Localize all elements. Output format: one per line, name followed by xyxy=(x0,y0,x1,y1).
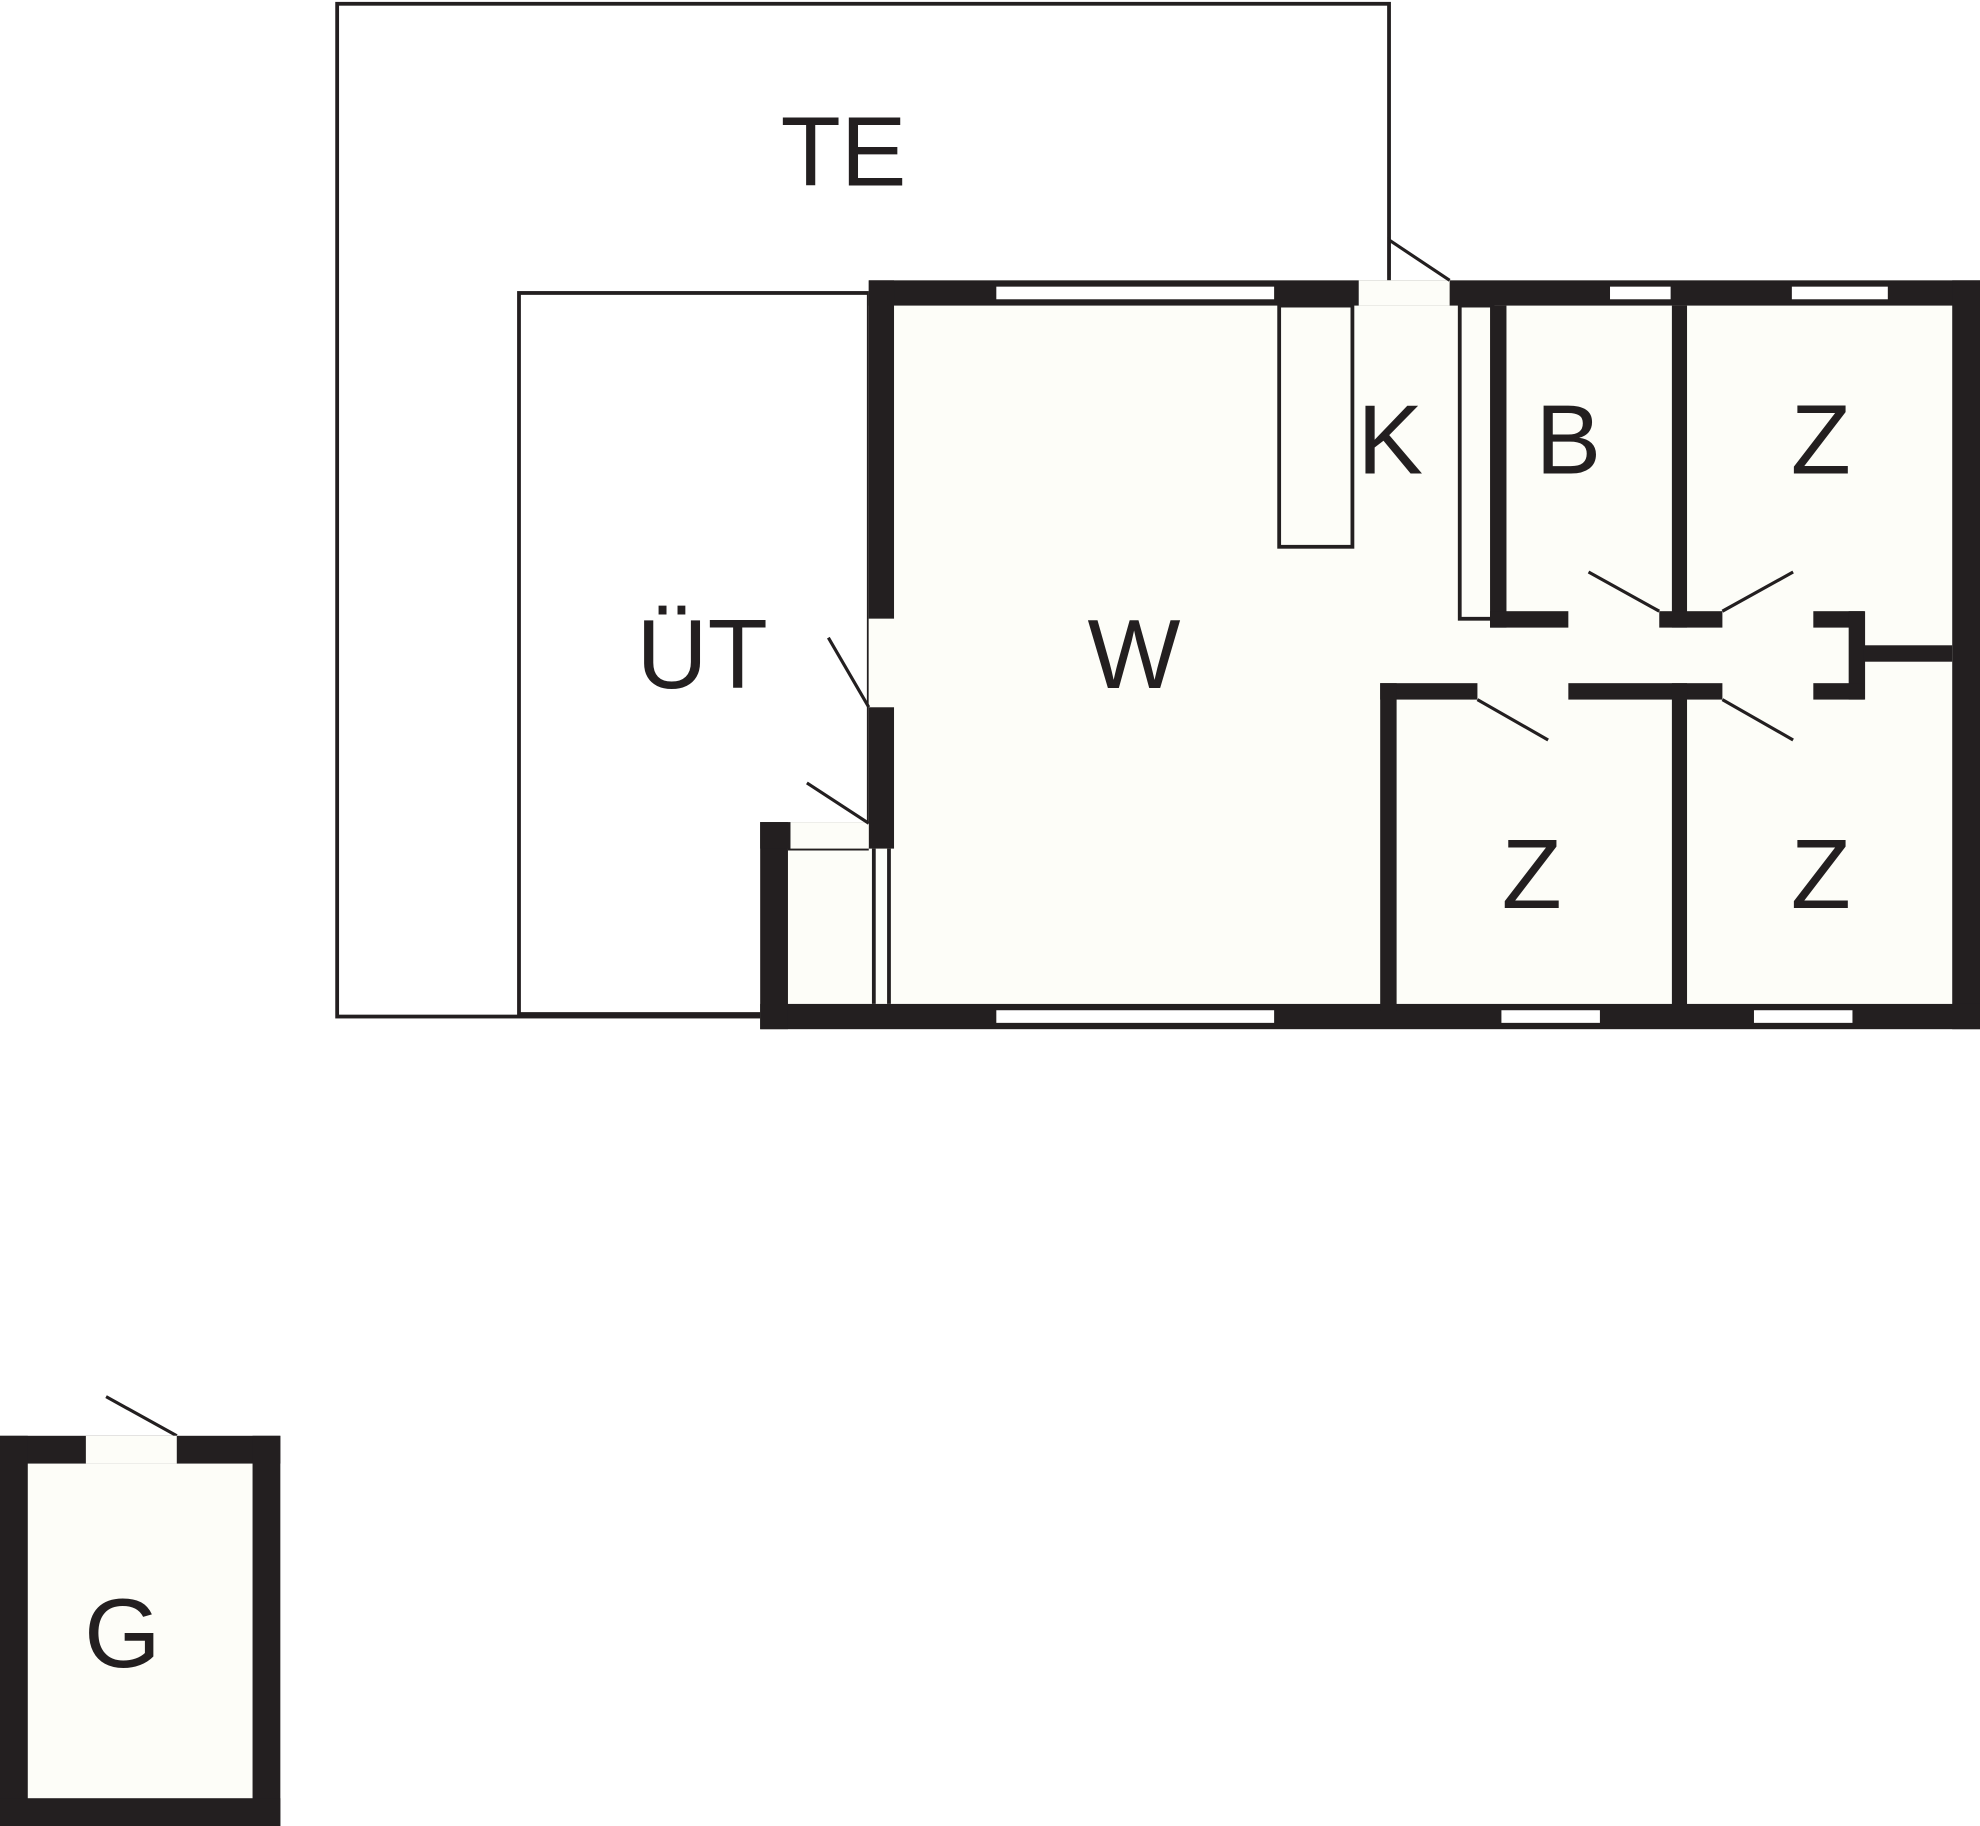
room-label-terrace: TE xyxy=(781,97,907,207)
windows xyxy=(996,286,1888,1023)
door-swings xyxy=(105,236,1794,1438)
room-label-kitchen: K xyxy=(1357,384,1423,494)
storage-door-gap xyxy=(790,822,869,849)
room-label-garage: G xyxy=(84,1578,161,1688)
garage-door-gap xyxy=(85,1435,177,1464)
entrance-door-gap xyxy=(1358,280,1450,306)
room-label-bedroom: Z xyxy=(1502,819,1562,929)
room-label-living: W xyxy=(1087,599,1180,709)
house-floor xyxy=(868,280,1980,1030)
interior-walls xyxy=(1380,305,1953,1012)
garage-walls xyxy=(0,1435,281,1826)
room-label-covered-terrace: ÜT xyxy=(636,599,767,709)
terrace-door-gap xyxy=(868,618,895,708)
room-label-bedroom: Z xyxy=(1791,384,1851,494)
room-label-bedroom: Z xyxy=(1791,819,1851,929)
room-label-bathroom: B xyxy=(1535,384,1601,494)
garage-floor xyxy=(0,1435,281,1826)
